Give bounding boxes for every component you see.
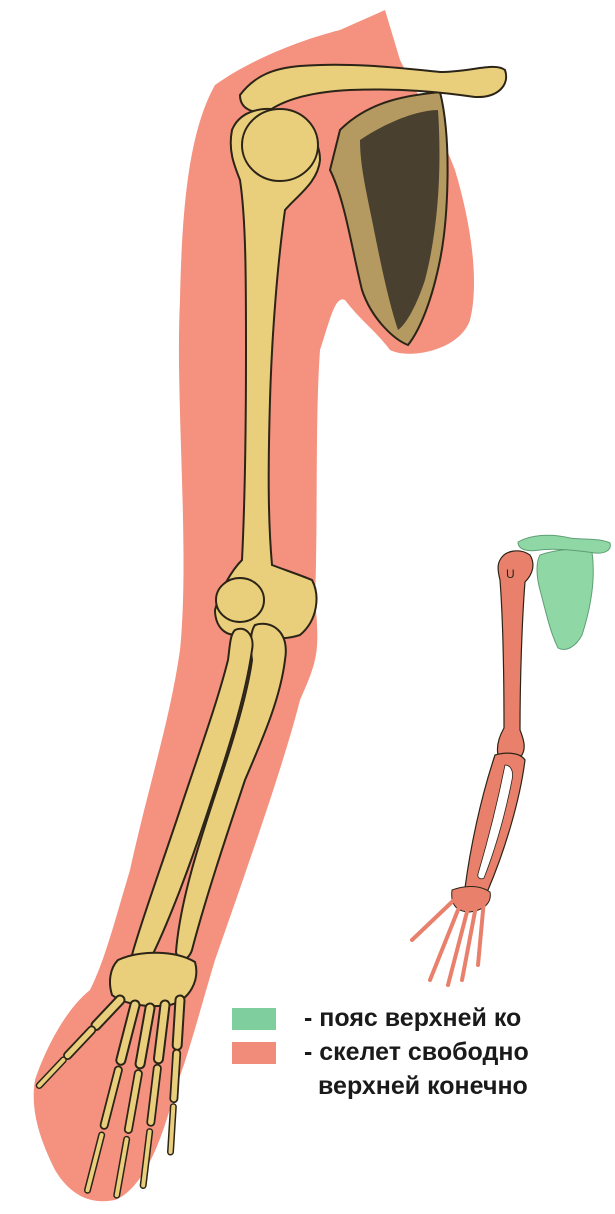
- humeral-head: [242, 109, 318, 181]
- legend-item-free-limb-cont: верхней конечно: [232, 1072, 615, 1106]
- finger-bone: [171, 1107, 174, 1152]
- small-scapula: [537, 549, 593, 649]
- small-finger-bones: [412, 900, 484, 985]
- legend-label-free-limb: - скелет свободно: [304, 1038, 529, 1067]
- small-humerus-letter: U: [506, 567, 515, 581]
- legend-item-girdle: - пояс верхней ко: [232, 1004, 615, 1038]
- finger-bone: [174, 1053, 177, 1098]
- girdle-swatch: [232, 1008, 276, 1030]
- legend-label-girdle: - пояс верхней ко: [304, 1004, 521, 1033]
- humeral-condyle: [216, 578, 264, 622]
- small-arm-schema: U: [412, 535, 610, 985]
- small-humerus: [497, 551, 532, 759]
- legend: - пояс верхней ко - скелет свободно верх…: [232, 1004, 615, 1106]
- legend-item-free-limb: - скелет свободно: [232, 1038, 615, 1072]
- finger-bone: [177, 1000, 180, 1045]
- legend-label-free-limb-cont: верхней конечно: [318, 1072, 528, 1101]
- free-limb-swatch: [232, 1042, 276, 1064]
